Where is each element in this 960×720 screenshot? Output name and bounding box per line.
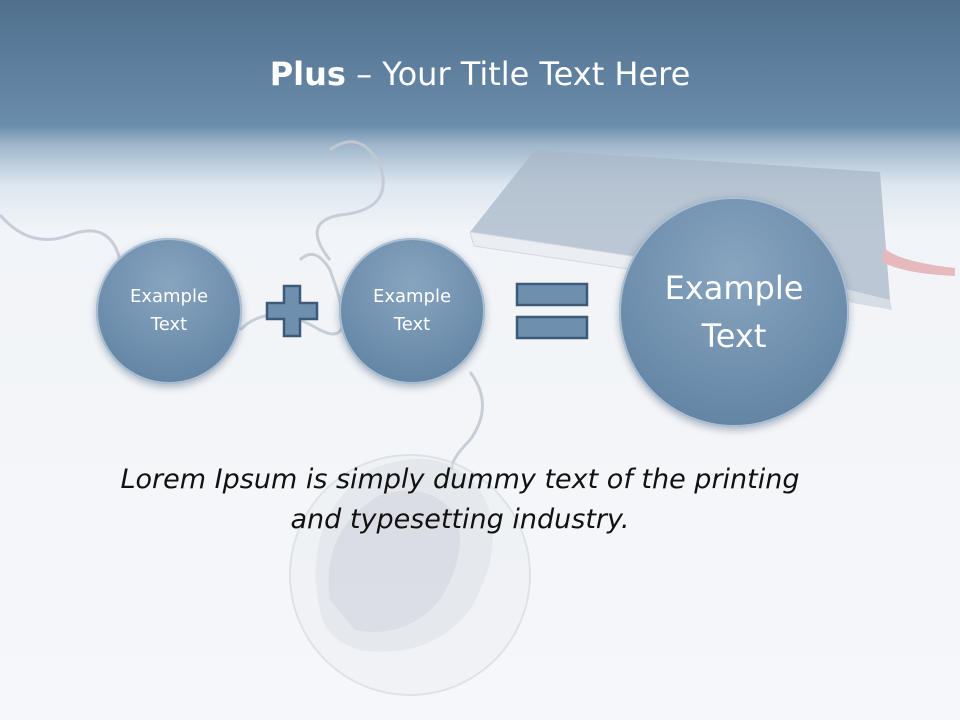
equals-icon	[515, 282, 589, 340]
operand1-circle: Example Text	[96, 238, 242, 384]
body-text: Lorem Ipsum is simply dummy text of the …	[120, 464, 800, 535]
result-label: Example Text	[664, 269, 804, 355]
title-rest: – Your Title Text Here	[345, 55, 691, 93]
mouse-image	[289, 454, 531, 696]
operand2-circle: Example Text	[339, 238, 485, 384]
operand1-label: Example Text	[129, 286, 209, 335]
plus-icon	[265, 284, 319, 338]
slide-title: Plus – Your Title Text Here	[0, 52, 960, 96]
title-bold: Plus	[269, 55, 346, 93]
operand2-label: Example Text	[372, 286, 452, 335]
result-circle: Example Text	[619, 197, 849, 427]
